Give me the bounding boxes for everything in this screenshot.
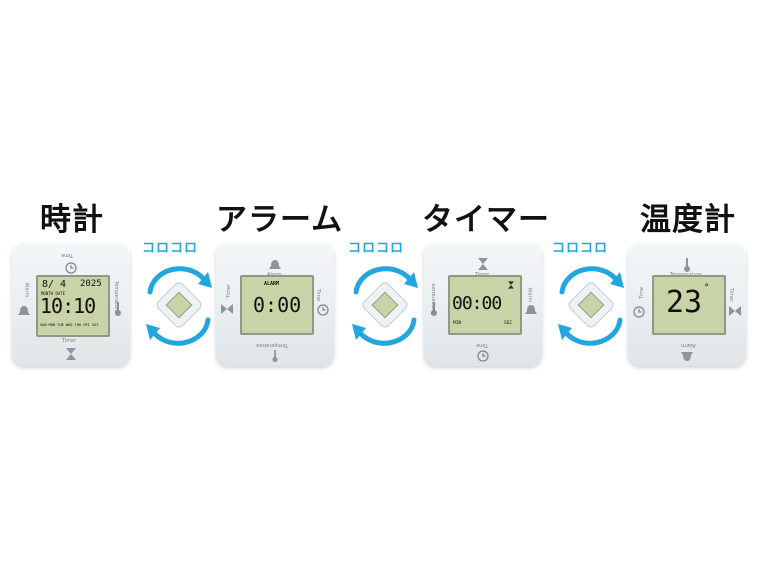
face-label-bottom: Alarm (681, 342, 696, 348)
clock-icon (65, 262, 77, 274)
face-label-left: Time (639, 286, 646, 300)
face-label-bottom: Temperature (256, 342, 288, 348)
temperature-unit: ° (704, 283, 710, 293)
face-label-right: Alarm (526, 287, 533, 303)
hourglass-icon (478, 258, 488, 270)
face-label-right: Time (315, 288, 322, 302)
weekday-row: SUN MON TUE WED THU FRI SAT (40, 323, 99, 327)
timer-cube: Timer Time Temperature Alarm 00:00 MIN S… (424, 242, 542, 366)
mode-title-thermo: 温度計 (640, 202, 736, 238)
alarm-lcd: ALARM 0:00 (240, 275, 314, 335)
bell-icon (269, 260, 281, 269)
min-label: MIN (453, 321, 462, 326)
time-value: 10:10 (40, 294, 96, 318)
thermometer-icon (272, 350, 278, 362)
year-value: 2025 (80, 279, 102, 289)
date-caption: MONTH DATE (41, 291, 66, 296)
rotate-arrows-icon (352, 266, 418, 346)
face-label-bottom: Time (476, 342, 489, 348)
face-label-left: Temperature (430, 283, 437, 315)
clock-cube: Time Timer Alarm Temperature 8/ 4 2025 M… (12, 242, 130, 366)
rotate-label: コロコロ (552, 241, 609, 256)
thermo-cube: Temperature Alarm Time Timer 23 ° (628, 242, 746, 366)
mode-title-clock: 時計 (40, 202, 104, 238)
clock-icon (477, 350, 489, 362)
rotate-diagram (140, 256, 218, 356)
clock-icon (317, 304, 329, 316)
face-label-top: Time (61, 252, 74, 258)
temperature-value: 23 (666, 285, 703, 320)
rotate-label: コロコロ (142, 241, 199, 256)
alarm-time: 0:00 (253, 293, 302, 317)
thermometer-icon (431, 302, 437, 316)
date-value: 8/ 4 (42, 279, 67, 290)
bell-icon (18, 306, 30, 315)
face-label-right: Timer (728, 287, 735, 303)
alarm-cube: Alarm Temperature Timer Time ALARM 0:00 (216, 242, 334, 366)
clock-lcd: 8/ 4 2025 MONTH DATE 10:10 SUN MON TUE W… (36, 275, 110, 337)
thermometer-icon (115, 302, 121, 316)
hourglass-icon (66, 348, 76, 360)
hourglass-icon (508, 281, 514, 289)
hourglass-icon (729, 306, 741, 316)
rotate-diagram (552, 256, 630, 356)
thermometer-icon (684, 258, 690, 272)
thermo-lcd: 23 ° (652, 275, 726, 335)
timer-lcd: 00:00 MIN SEC (448, 275, 522, 335)
timer-time: 00:00 (452, 293, 502, 314)
face-label-left: Alarm (23, 282, 30, 298)
clock-icon (633, 306, 645, 318)
face-label-left: Timer (226, 283, 233, 299)
rotate-arrows-icon (558, 266, 624, 346)
face-label-right: Temperature (112, 281, 119, 313)
alarm-caption: ALARM (264, 281, 280, 287)
sec-label: SEC (504, 321, 513, 326)
rotate-arrows-icon (146, 266, 212, 346)
bell-icon (681, 352, 693, 361)
bell-icon (525, 305, 537, 314)
rotate-label: コロコロ (348, 241, 405, 256)
mode-title-alarm: アラーム (216, 202, 344, 238)
hourglass-icon (221, 304, 233, 314)
rotate-diagram (346, 256, 424, 356)
face-label-bottom: Timer (62, 338, 77, 344)
mode-title-timer: タイマー (422, 202, 550, 238)
